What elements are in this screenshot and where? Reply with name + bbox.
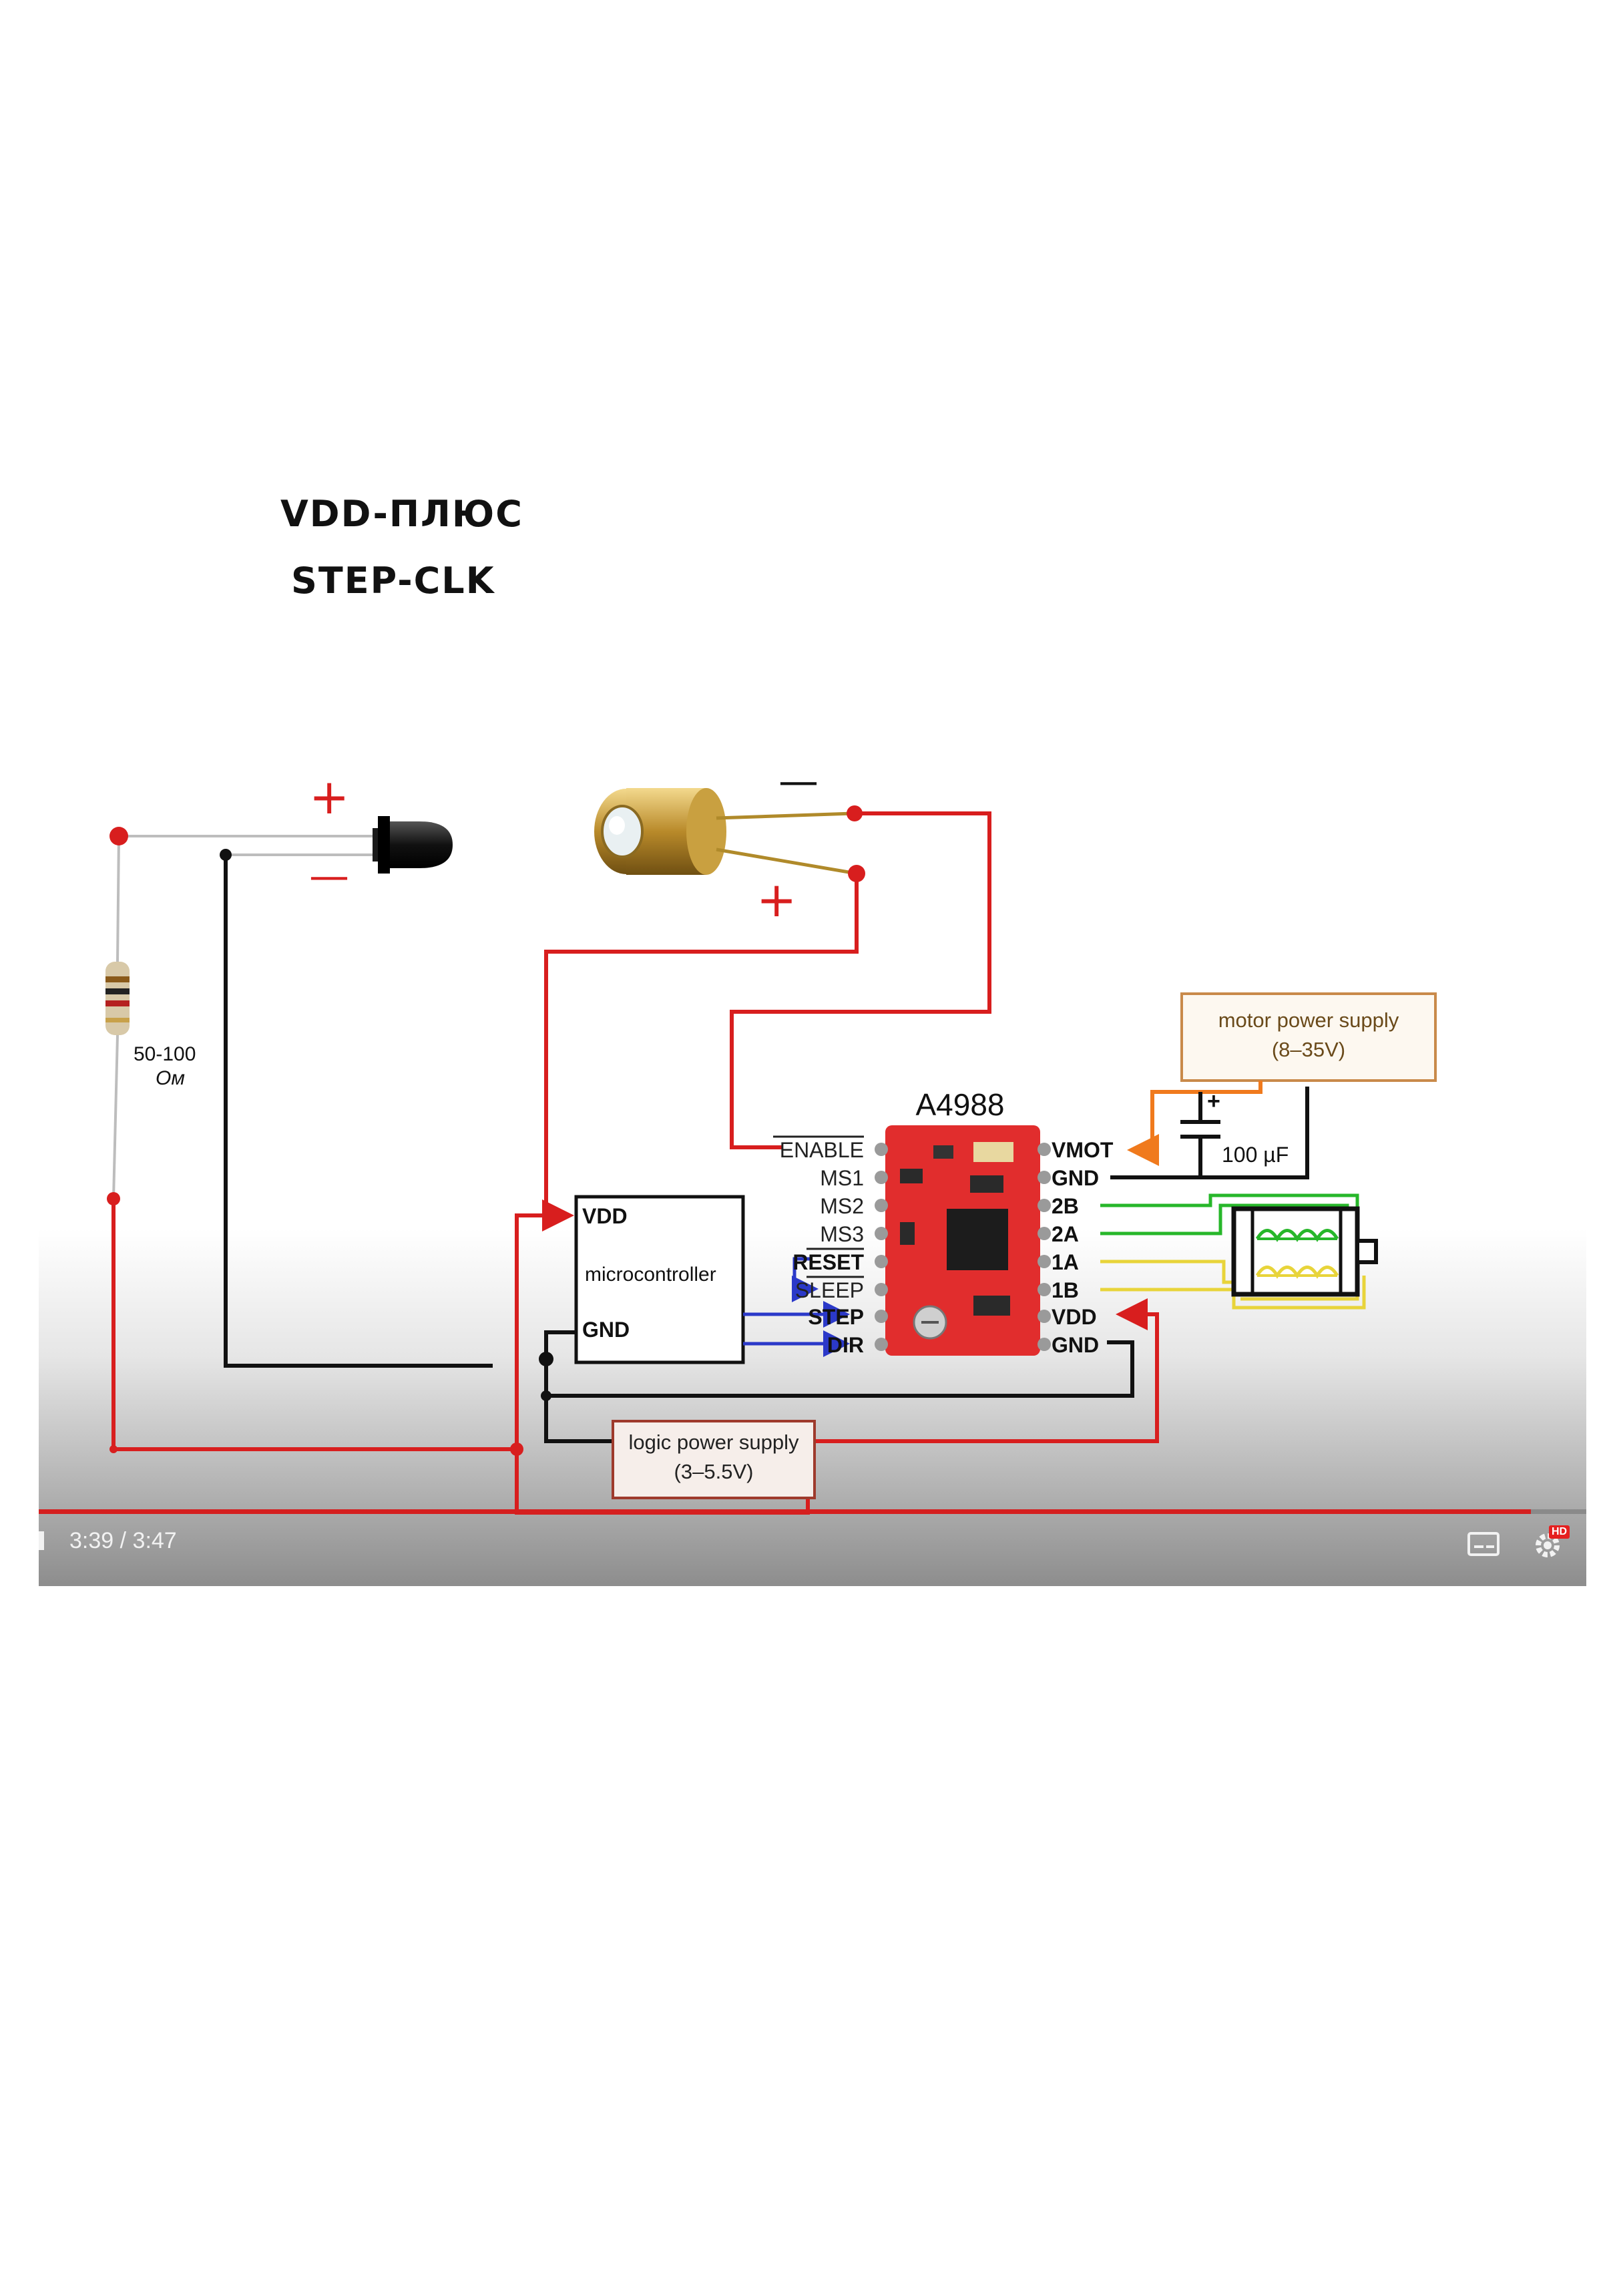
photodiode-plus-sign: + — [756, 872, 796, 928]
a4988-board — [885, 1125, 1040, 1356]
led-minus-sign: — — [309, 853, 349, 900]
pin-gnd-logic: GND — [1052, 1333, 1099, 1357]
video-player[interactable]: + — — + 50-100 Ом — [39, 768, 1586, 1586]
capacitor — [1180, 1092, 1220, 1177]
note-line-2: STEP-CLK — [291, 560, 495, 602]
pin-2b: 2B — [1052, 1194, 1079, 1218]
pin-2a: 2A — [1052, 1222, 1079, 1246]
chip-name: A4988 — [915, 1087, 1004, 1122]
black-wires — [224, 855, 1309, 1443]
logic-supply-label: logic power supply — [628, 1430, 799, 1454]
note-line-1: VDD-ПЛЮС — [280, 493, 523, 535]
pin-reset: RESET — [792, 1250, 864, 1274]
motor-supply-voltage: (8–35V) — [1272, 1038, 1345, 1061]
play-button[interactable] — [39, 1531, 44, 1550]
capacitor-plus: + — [1207, 1089, 1220, 1114]
capacitor-value: 100 µF — [1222, 1143, 1289, 1167]
mcu-gnd-label: GND — [582, 1318, 630, 1342]
wiring-diagram: + — — + 50-100 Ом — [105, 768, 1437, 1515]
pin-enable: ENABLE — [780, 1138, 864, 1162]
right-pins: VMOT GND 2B 2A 1A 1B VDD GND — [1052, 1138, 1114, 1357]
logic-supply-voltage: (3–5.5V) — [674, 1460, 754, 1483]
pin-ms1: MS1 — [820, 1166, 864, 1190]
pin-vdd: VDD — [1052, 1305, 1097, 1329]
resistor-unit: Ом — [156, 1067, 185, 1089]
stepper-motor — [1231, 1206, 1378, 1297]
resistor — [105, 835, 130, 1199]
resistor-value: 50-100 — [134, 1043, 196, 1065]
pin-gnd-motor: GND — [1052, 1166, 1099, 1190]
pin-sleep: SLEEP — [795, 1278, 864, 1302]
pin-ms3: MS3 — [820, 1222, 864, 1246]
progress-played — [39, 1509, 1531, 1514]
pin-ms2: MS2 — [820, 1194, 864, 1218]
led-plus-sign: + — [309, 769, 349, 825]
motor-supply-label: motor power supply — [1218, 1008, 1399, 1032]
duration: 3:47 — [132, 1528, 177, 1553]
pin-1a: 1A — [1052, 1250, 1079, 1274]
blue-wires — [743, 1257, 850, 1357]
pin-vmot: VMOT — [1052, 1138, 1114, 1162]
ir-led — [119, 816, 453, 874]
settings-icon[interactable]: HD — [1532, 1525, 1570, 1560]
current-time: 3:39 — [69, 1528, 114, 1553]
hd-badge: HD — [1549, 1525, 1570, 1539]
logic-power-supply — [612, 1420, 816, 1499]
pin-1b: 1B — [1052, 1278, 1079, 1302]
subtitles-icon[interactable] — [1467, 1532, 1500, 1556]
photodiode-minus-sign: — — [778, 768, 819, 805]
mcu-name: microcontroller — [585, 1264, 716, 1286]
time-separator: / — [113, 1528, 133, 1553]
mcu-vdd-label: VDD — [582, 1204, 628, 1228]
time-display: 3:39 / 3:47 — [69, 1528, 177, 1554]
left-pins: ENABLE MS1 MS2 MS3 RESET SLEEP STEP DIR — [780, 1138, 865, 1357]
pin-step: STEP — [808, 1305, 864, 1329]
photodiode — [594, 788, 857, 876]
pin-dir: DIR — [827, 1333, 864, 1357]
motor-power-supply — [1180, 992, 1437, 1082]
microcontroller-box — [574, 1195, 745, 1364]
